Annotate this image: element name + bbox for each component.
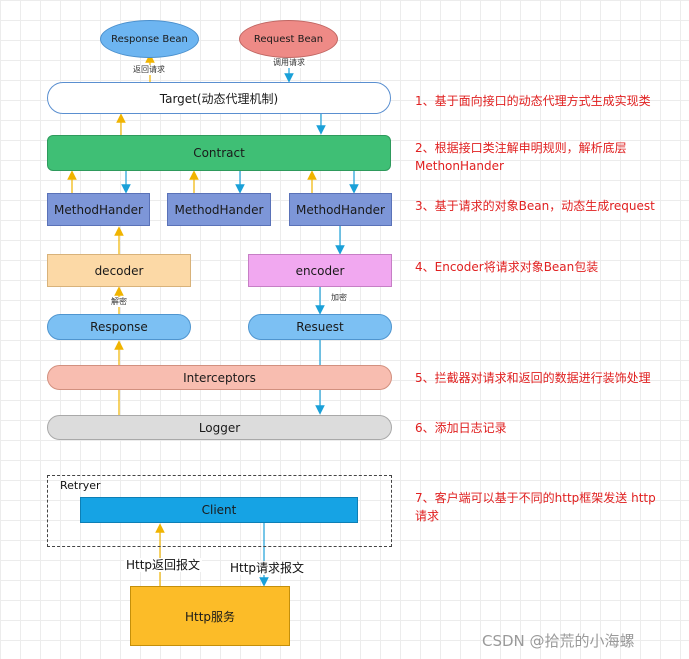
client-node: Client (80, 497, 358, 523)
note-3: 3、基于请求的对象Bean，动态生成request (415, 199, 655, 213)
return-request-label: 返回请求 (131, 65, 167, 75)
http-service-node: Http服务 (130, 586, 290, 646)
retryer-container (47, 475, 392, 547)
http-request-msg-label: Http请求报文 (228, 561, 307, 575)
note-1: 1、基于面向接口的动态代理方式生成实现类 (415, 94, 651, 108)
request-bean-label: Request Bean (253, 33, 324, 45)
contract-label: Contract (193, 146, 245, 160)
response-node: Response (47, 314, 191, 340)
interceptors-label: Interceptors (183, 370, 256, 385)
target-label: Target(动态代理机制) (159, 91, 279, 106)
contract-node: Contract (47, 135, 391, 171)
retryer-label: Retryer (60, 479, 101, 492)
decoder-node: decoder (47, 254, 191, 287)
request-bean-node: Request Bean (239, 20, 338, 58)
logger-node: Logger (47, 415, 392, 440)
note-4: 4、Encoder将请求对象Bean包装 (415, 260, 599, 274)
decrypt-label: 解密 (109, 297, 129, 307)
encoder-label: encoder (295, 263, 345, 278)
response-bean-node: Response Bean (100, 20, 199, 58)
note-6: 6、添加日志记录 (415, 421, 507, 435)
method-handler-2: MethodHander (167, 193, 271, 226)
http-service-label: Http服务 (184, 609, 236, 624)
method-handler-3: MethodHander (289, 193, 392, 226)
http-return-msg-label: Http返回报文 (124, 558, 203, 572)
request-label: Resuest (296, 320, 344, 334)
method-handler-3-label: MethodHander (296, 202, 385, 217)
response-bean-label: Response Bean (111, 33, 188, 45)
logger-label: Logger (198, 420, 241, 435)
note-7: 7、客户端可以基于不同的http框架发送 http请求 (415, 491, 656, 523)
encrypt-label: 加密 (329, 293, 349, 303)
method-handler-1: MethodHander (47, 193, 150, 226)
decoder-label: decoder (94, 263, 144, 278)
method-handler-2-label: MethodHander (174, 202, 264, 217)
interceptors-node: Interceptors (47, 365, 392, 390)
method-handler-1-label: MethodHander (54, 202, 143, 217)
watermark: CSDN @拾荒的小海螺 (482, 632, 635, 650)
response-label: Response (90, 320, 148, 334)
note-5: 5、拦截器对请求和返回的数据进行装饰处理 (415, 371, 651, 385)
client-label: Client (201, 503, 237, 517)
note-2: 2、根据接口类注解申明规则，解析底层MethonHander (415, 141, 627, 173)
encoder-node: encoder (248, 254, 392, 287)
call-request-label: 调用请求 (271, 58, 307, 68)
target-node: Target(动态代理机制) (47, 82, 391, 114)
request-node: Resuest (248, 314, 392, 340)
